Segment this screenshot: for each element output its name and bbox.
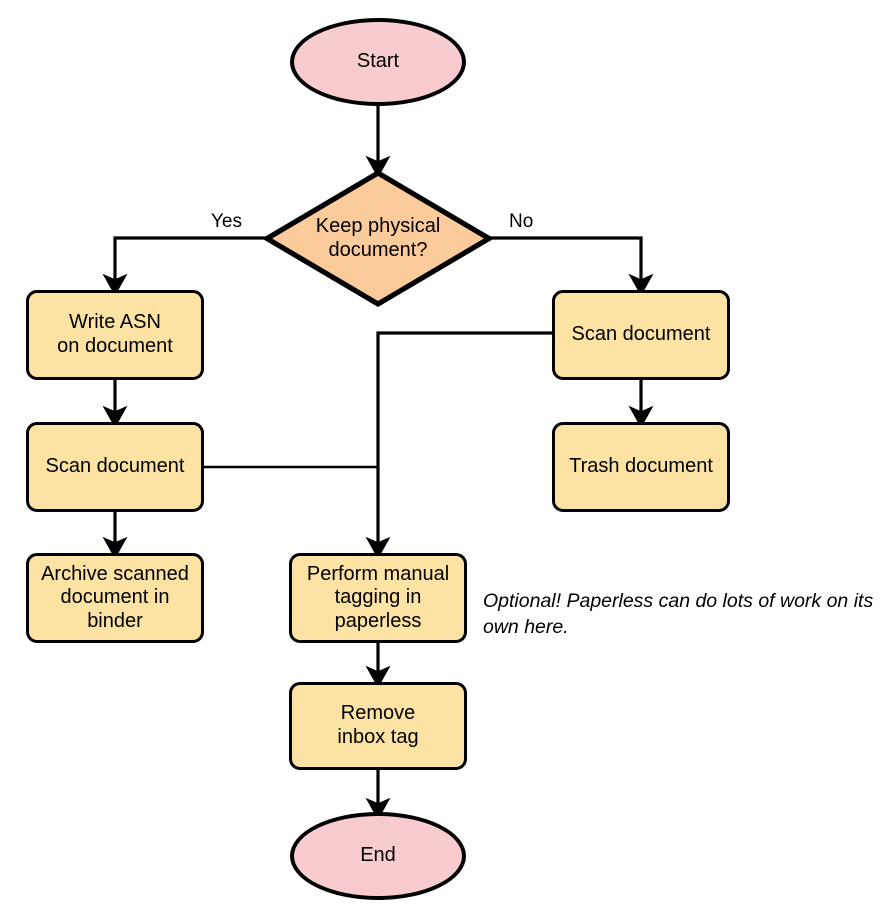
node-scan-document-left[interactable]: Scan document (26, 422, 204, 512)
node-remove-inbox-tag-label: Remove inbox tag (337, 702, 419, 748)
edge-decision-to-scan-right (490, 236, 654, 297)
edge-decision-to-write-asn (102, 236, 266, 297)
edge-label-no: No (509, 211, 534, 232)
edge-label-yes: Yes (211, 211, 242, 232)
node-archive-binder-label: Archive scanned document in binder (41, 562, 189, 632)
node-trash-document-label: Trash document (569, 455, 713, 478)
annotation-optional-note: Optional! Paperless can do lots of work … (483, 590, 874, 638)
diamond-shape (264, 170, 492, 307)
node-scan-document-right-label: Scan document (571, 323, 711, 346)
node-scan-document-left-label: Scan document (45, 455, 185, 478)
node-end[interactable]: End (290, 812, 466, 900)
node-write-asn-on-document[interactable]: Write ASN on document (26, 290, 204, 380)
node-archive-scanned-document-in-binder[interactable]: Archive scanned document in binder (26, 553, 204, 643)
node-remove-inbox-tag[interactable]: Remove inbox tag (289, 682, 467, 770)
node-manual-tagging-label: Perform manual tagging in paperless (306, 562, 450, 632)
node-start[interactable]: Start (290, 18, 466, 106)
node-write-asn-label: Write ASN on document (57, 311, 173, 357)
node-scan-document-right[interactable]: Scan document (552, 290, 730, 380)
node-decision-label: Keep physical document? (315, 214, 441, 261)
node-perform-manual-tagging-in-paperless[interactable]: Perform manual tagging in paperless (289, 553, 467, 643)
edge-scan-right-to-manual-tagging (365, 331, 552, 560)
node-end-label: End (360, 844, 396, 867)
node-start-label: Start (356, 50, 400, 73)
node-decision-keep-physical-document[interactable]: Keep physical document? (264, 170, 492, 307)
node-trash-document[interactable]: Trash document (552, 422, 730, 512)
